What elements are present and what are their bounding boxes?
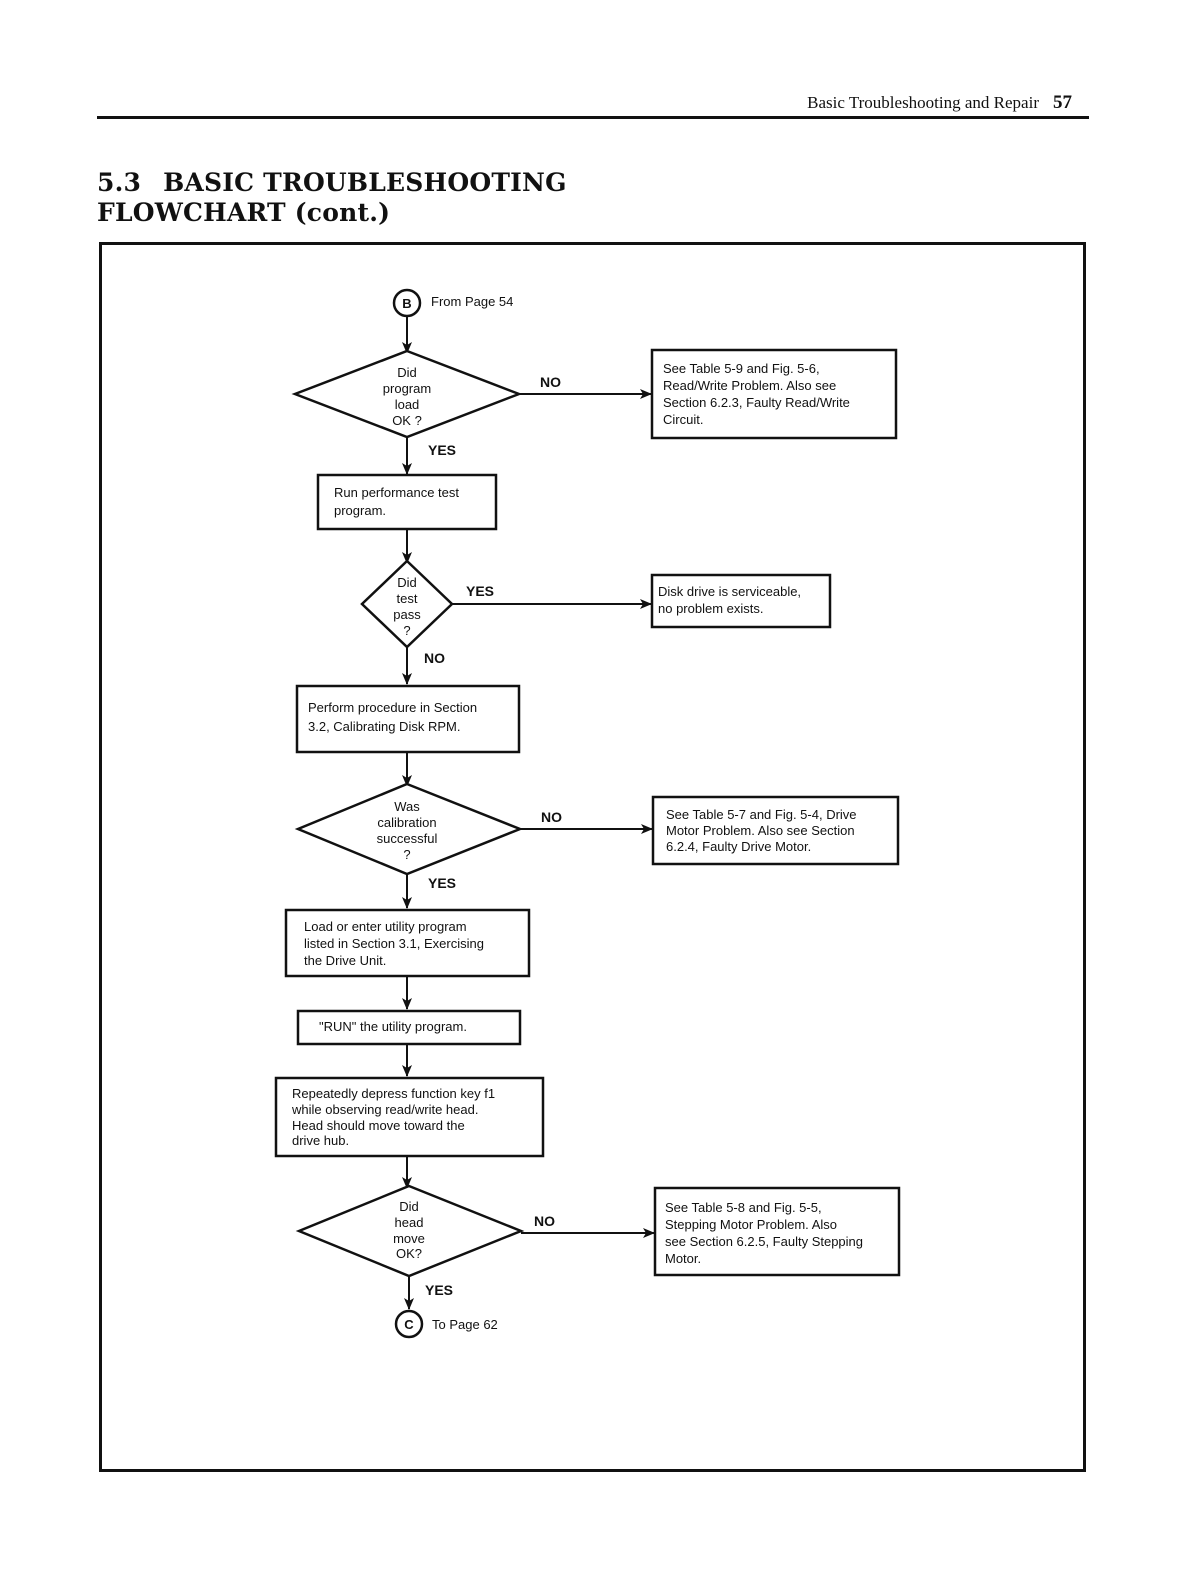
decision1-line: Did [397, 365, 417, 380]
decision4-yes-label: YES [425, 1282, 453, 1298]
step1-box [316, 473, 498, 531]
decision3-line: Was [394, 799, 420, 814]
decision3-yes-label: YES [428, 875, 456, 891]
decision3-line: successful [377, 831, 438, 846]
section-title-line1: BASIC TROUBLESHOOTING [163, 168, 567, 197]
result-serviceable: Disk drive is serviceable, no problem ex… [650, 573, 832, 629]
step4-box [296, 1009, 522, 1046]
step3-line: Load or enter utility program [304, 919, 467, 934]
step-run-utility-program: "RUN" the utility program. [296, 1009, 522, 1046]
decision3-line: ? [403, 847, 410, 862]
decision1-no-label: NO [540, 374, 561, 390]
running-title: Basic Troubleshooting and Repair [807, 93, 1039, 112]
step2-box [295, 684, 521, 754]
decision2-line: pass [393, 607, 421, 622]
step1-line: program. [334, 503, 386, 518]
page-number: 57 [1053, 92, 1072, 113]
decision2-line: ? [403, 623, 410, 638]
result1-line: Circuit. [663, 412, 703, 427]
step3-line: the Drive Unit. [304, 953, 386, 968]
result-stepping-motor-problem: See Table 5-8 and Fig. 5-5, Stepping Mot… [653, 1186, 901, 1277]
connector-c: C [394, 1309, 424, 1339]
result4-box [653, 1186, 901, 1277]
decision4-line: head [395, 1215, 424, 1230]
step-load-utility-program: Load or enter utility program listed in … [284, 908, 531, 978]
decision2-line: test [397, 591, 418, 606]
decision-head-move: Did head move OK? [295, 1184, 525, 1278]
section-number: 5.3 [97, 168, 142, 197]
step5-line: Repeatedly depress function key f1 [292, 1086, 495, 1101]
step5-line: drive hub. [292, 1133, 349, 1148]
result-read-write-problem: See Table 5-9 and Fig. 5-6, Read/Write P… [650, 348, 898, 440]
step5-box [274, 1076, 545, 1158]
decision4-line: OK? [396, 1246, 422, 1261]
decision4-line: Did [399, 1199, 419, 1214]
decision2-no-label: NO [424, 650, 445, 666]
result3-line: Motor Problem. Also see Section [666, 823, 855, 838]
step4-line: "RUN" the utility program. [319, 1019, 467, 1034]
decision1-yes-label: YES [428, 442, 456, 458]
result2-box [650, 573, 832, 629]
connector-c-symbol: C [404, 1317, 414, 1332]
decision2-yes-label: YES [466, 583, 494, 599]
header-rule [97, 116, 1089, 119]
connector-c-circle [394, 1309, 424, 1339]
result4-line: Motor. [665, 1251, 701, 1266]
decision-test-pass: Did test pass ? [360, 559, 454, 649]
decision-calibration-successful: Was calibration successful ? [294, 782, 524, 876]
connector-b: B [392, 288, 422, 318]
decision1-line: load [395, 397, 420, 412]
decision3-no-label: NO [541, 809, 562, 825]
section-title-line2: FLOWCHART (cont.) [97, 198, 391, 227]
flowchart-frame [99, 242, 1086, 1472]
result4-line: Stepping Motor Problem. Also [665, 1217, 837, 1232]
result3-line: 6.2.4, Faulty Drive Motor. [666, 839, 811, 854]
step1-line: Run performance test [334, 485, 459, 500]
result2-line: Disk drive is serviceable, [658, 584, 801, 599]
step-calibrate-rpm: Perform procedure in Section 3.2, Calibr… [295, 684, 521, 754]
connector-b-symbol: B [402, 296, 411, 311]
decision4-line: move [393, 1231, 425, 1246]
step3-box [284, 908, 531, 978]
to-page-note: To Page 62 [432, 1317, 498, 1332]
result2-line: no problem exists. [658, 601, 764, 616]
step5-line: Head should move toward the [292, 1118, 465, 1133]
decision2-line: Did [397, 575, 417, 590]
step2-line: Perform procedure in Section [308, 700, 477, 715]
result4-line: see Section 6.2.5, Faulty Stepping [665, 1234, 863, 1249]
decision4-no-label: NO [534, 1213, 555, 1229]
step5-line: while observing read/write head. [291, 1102, 478, 1117]
step3-line: listed in Section 3.1, Exercising [304, 936, 484, 951]
decision1-line: program [383, 381, 431, 396]
step-depress-function-key: Repeatedly depress function key f1 while… [274, 1076, 545, 1158]
step2-line: 3.2, Calibrating Disk RPM. [308, 719, 460, 734]
result1-line: Read/Write Problem. Also see [663, 378, 836, 393]
result1-box [650, 348, 898, 440]
result1-line: See Table 5-9 and Fig. 5-6, [663, 361, 820, 376]
section-title: 5.3 BASIC TROUBLESHOOTING FLOWCHART (cont… [97, 168, 567, 228]
result3-box [651, 795, 900, 866]
result-drive-motor-problem: See Table 5-7 and Fig. 5-4, Drive Motor … [651, 795, 900, 866]
result4-line: See Table 5-8 and Fig. 5-5, [665, 1200, 822, 1215]
decision3-line: calibration [377, 815, 436, 830]
step-run-performance-test: Run performance test program. [316, 473, 498, 531]
decision1-line: OK ? [392, 413, 422, 428]
decision-program-load: Did program load OK ? [291, 349, 523, 439]
result1-line: Section 6.2.3, Faulty Read/Write [663, 395, 850, 410]
from-page-note: From Page 54 [431, 294, 513, 309]
running-head: Basic Troubleshooting and Repair 57 [560, 92, 1072, 114]
result3-line: See Table 5-7 and Fig. 5-4, Drive [666, 807, 857, 822]
